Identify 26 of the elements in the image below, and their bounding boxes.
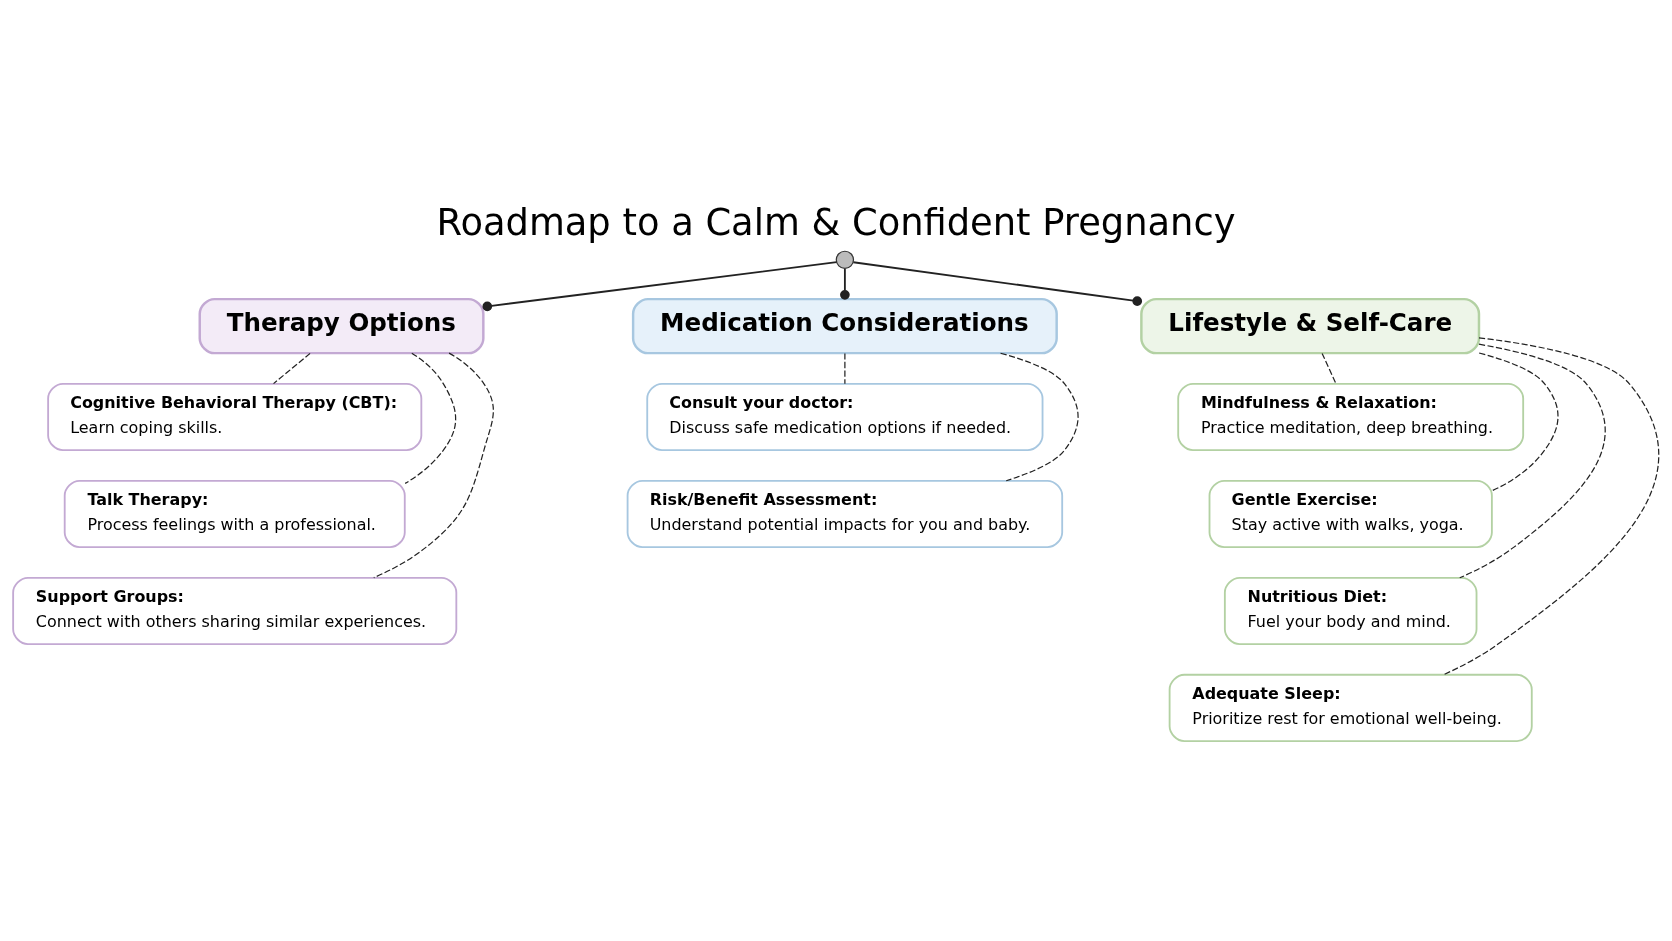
connector xyxy=(482,260,838,311)
node-circle xyxy=(835,250,855,269)
connector xyxy=(840,267,850,300)
node-box: Support Groups: Connect with others sharing similar experiences. xyxy=(12,576,458,645)
connector xyxy=(1443,336,1660,675)
node-box: Consult your doctor: Discuss safe medication options if needed. xyxy=(646,382,1044,451)
connector xyxy=(404,352,457,484)
node-box: Adequate Sleep: Prioritize rest for emotional well-being. xyxy=(1168,673,1533,742)
connector xyxy=(852,260,1143,306)
node-box: Cognitive Behavioral Therapy (CBT): Learn coping skills. xyxy=(47,382,423,451)
connector xyxy=(272,352,311,384)
connector xyxy=(844,352,846,384)
connector xyxy=(1478,351,1559,491)
connector xyxy=(1459,343,1606,578)
connector xyxy=(999,352,1079,481)
node-box: Nutritious Diet: Fuel your body and mind. xyxy=(1223,576,1478,645)
node-box: Lifestyle & Self-Care xyxy=(1140,297,1481,354)
node-box: Gentle Exercise: Stay active with walks, yoga. xyxy=(1208,479,1493,548)
connector xyxy=(1321,352,1337,384)
node-box: Medication Considerations xyxy=(631,297,1058,354)
node-box: Therapy Options xyxy=(198,297,485,354)
node-box: Talk Therapy: Process feelings with a professional. xyxy=(63,479,406,548)
connector xyxy=(373,352,494,578)
node-box: Risk/Benefit Assessment: Understand potential impacts for you and baby. xyxy=(626,479,1064,548)
diagram-title: Roadmap to a Calm & Confident Pregnancy xyxy=(436,200,1236,244)
node-box: Mindfulness & Relaxation: Practice meditation, deep breathing. xyxy=(1177,382,1525,451)
